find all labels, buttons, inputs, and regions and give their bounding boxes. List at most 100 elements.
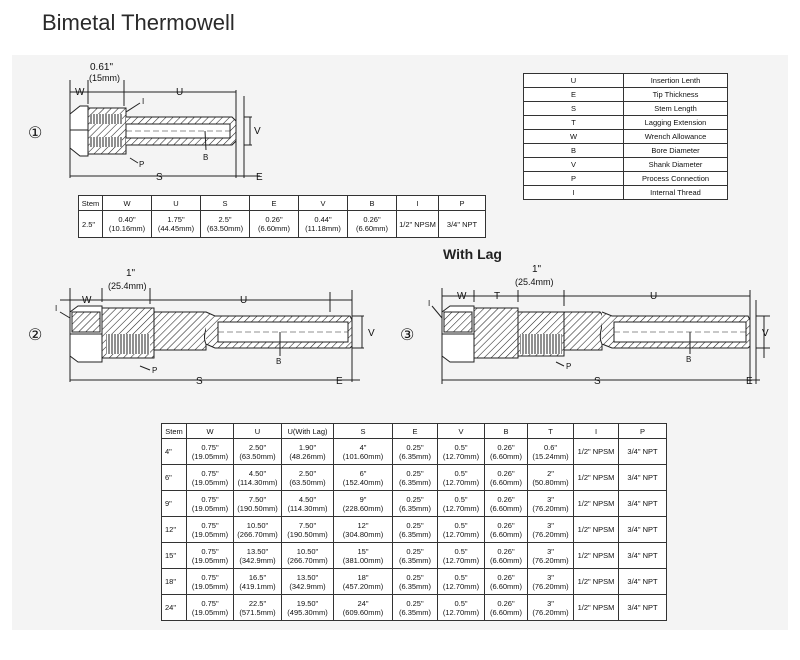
dim-label-i: I bbox=[55, 304, 57, 313]
dim-label-e: E bbox=[746, 376, 753, 387]
table-row: 2.5"0.40"(10.16mm)1.75"(44.45mm)2.5"(63.… bbox=[78, 210, 486, 238]
table-cell: 1.75"(44.45mm) bbox=[151, 210, 201, 238]
column-header: Stem bbox=[78, 195, 103, 211]
column-header: P bbox=[438, 195, 486, 211]
table-cell: 12" bbox=[161, 516, 187, 543]
dim-label-v: V bbox=[254, 126, 261, 137]
table-cell: 3/4" NPT bbox=[618, 542, 667, 569]
legend-code: E bbox=[523, 87, 624, 102]
table-cell: 10.50"(266.70mm) bbox=[233, 516, 282, 543]
legend-code: T bbox=[523, 115, 624, 130]
dim-label-s: S bbox=[594, 376, 601, 387]
diagram-2 bbox=[59, 288, 364, 382]
table-cell: 0.75"(19.05mm) bbox=[186, 438, 234, 465]
table-cell: 2.50"(63.50mm) bbox=[281, 464, 334, 491]
table-cell: 0.26"(6.60mm) bbox=[484, 438, 528, 465]
legend-code: U bbox=[523, 73, 624, 88]
table-cell: 1/2" NPSM bbox=[573, 568, 619, 595]
table-cell: 2"(50.80mm) bbox=[527, 464, 574, 491]
column-header: T bbox=[527, 423, 574, 439]
legend-description: Stem Length bbox=[623, 101, 728, 116]
legend-code: V bbox=[523, 157, 624, 172]
table-cell: 2.50"(63.50mm) bbox=[233, 438, 282, 465]
dim-label-w: W bbox=[82, 295, 92, 306]
table-cell: 0.5"(12.70mm) bbox=[437, 568, 485, 595]
legend-description: Shank Diameter bbox=[623, 157, 728, 172]
dim-label-u: U bbox=[650, 291, 657, 302]
legend-description: Wrench Allowance bbox=[623, 129, 728, 144]
table-cell: 0.5"(12.70mm) bbox=[437, 594, 485, 621]
table-cell: 0.26"(6.60mm) bbox=[484, 594, 528, 621]
table-cell: 1/2" NPSM bbox=[573, 516, 619, 543]
dim-label-v: V bbox=[762, 328, 769, 339]
column-header: B bbox=[347, 195, 397, 211]
table-cell: 4"(101.60mm) bbox=[333, 438, 393, 465]
column-header: S bbox=[200, 195, 250, 211]
table-cell: 2.5"(63.50mm) bbox=[200, 210, 250, 238]
table-cell: 1/2" NPSM bbox=[573, 490, 619, 517]
table-cell: 18" bbox=[161, 568, 187, 595]
dim-label-v: V bbox=[368, 328, 375, 339]
table-cell: 0.25"(6.35mm) bbox=[392, 594, 438, 621]
diagram-3-labels: ③ 1" (25.4mm) W T U I V P B S E bbox=[400, 264, 769, 387]
legend-description: Process Connection bbox=[623, 171, 728, 186]
column-header: E bbox=[392, 423, 438, 439]
dim-label-b: B bbox=[203, 153, 208, 162]
table-cell: 3"(76.20mm) bbox=[527, 568, 574, 595]
table-cell: 7.50"(190.50mm) bbox=[233, 490, 282, 517]
dim-label-e: E bbox=[336, 376, 343, 387]
table-cell: 3"(76.20mm) bbox=[527, 594, 574, 621]
legend-description: Tip Thickness bbox=[623, 87, 728, 102]
table-cell: 15"(381.00mm) bbox=[333, 542, 393, 569]
dim-label-top-sub: (25.4mm) bbox=[515, 277, 554, 287]
table-row: 6"0.75"(19.05mm)4.50"(114.30mm)2.50"(63.… bbox=[161, 464, 667, 491]
table-cell: 0.75"(19.05mm) bbox=[186, 490, 234, 517]
table-cell: 0.5"(12.70mm) bbox=[437, 464, 485, 491]
table-cell: 0.44"(11.18mm) bbox=[298, 210, 348, 238]
table-cell: 0.5"(12.70mm) bbox=[437, 542, 485, 569]
table-cell: 0.25"(6.35mm) bbox=[392, 438, 438, 465]
page-title: Bimetal Thermowell bbox=[42, 10, 235, 35]
diagram-number-1: ① bbox=[28, 125, 42, 142]
legend-code: S bbox=[523, 101, 624, 116]
table-cell: 0.40"(10.16mm) bbox=[102, 210, 152, 238]
table-cell: 0.75"(19.05mm) bbox=[186, 568, 234, 595]
table-cell: 9"(228.60mm) bbox=[333, 490, 393, 517]
table-cell: 0.26"(6.60mm) bbox=[484, 464, 528, 491]
table-cell: 13.50"(342.9mm) bbox=[233, 542, 282, 569]
table-cell: 19.50"(495.30mm) bbox=[281, 594, 334, 621]
diagram-2-labels: ② 1" (25.4mm) W U I V P B S E bbox=[28, 268, 375, 387]
table-cell: 4" bbox=[161, 438, 187, 465]
dim-label-top: 0.61" bbox=[90, 62, 113, 73]
table-cell: 13.50"(342.9mm) bbox=[281, 568, 334, 595]
column-header: E bbox=[249, 195, 299, 211]
dim-label-top: 1" bbox=[126, 268, 136, 279]
column-header: V bbox=[298, 195, 348, 211]
column-header: S bbox=[333, 423, 393, 439]
dim-label-t: T bbox=[494, 291, 500, 302]
legend-code: W bbox=[523, 129, 624, 144]
table-cell: 6"(152.40mm) bbox=[333, 464, 393, 491]
table-cell: 0.26"(6.60mm) bbox=[484, 490, 528, 517]
table-row: 4"0.75"(19.05mm)2.50"(63.50mm)1.90"(48.2… bbox=[161, 438, 667, 465]
legend-description: Internal Thread bbox=[623, 185, 728, 200]
dim-label-u: U bbox=[176, 87, 183, 98]
diagram-number-2: ② bbox=[28, 327, 42, 344]
table-cell: 4.50"(114.30mm) bbox=[233, 464, 282, 491]
table-cell: 0.26"(6.60mm) bbox=[347, 210, 397, 238]
dim-label-u: U bbox=[240, 295, 247, 306]
table-cell: 0.25"(6.35mm) bbox=[392, 516, 438, 543]
table-row: 15"0.75"(19.05mm)13.50"(342.9mm)10.50"(2… bbox=[161, 542, 667, 569]
column-header: U(With Lag) bbox=[281, 423, 334, 439]
column-header: I bbox=[396, 195, 439, 211]
column-header: W bbox=[186, 423, 234, 439]
table-cell: 1.90"(48.26mm) bbox=[281, 438, 334, 465]
diagram-1-labels: ① 0.61" (15mm) W U I V P B S E bbox=[28, 62, 263, 183]
table-cell: 0.26"(6.60mm) bbox=[484, 542, 528, 569]
table-cell: 0.75"(19.05mm) bbox=[186, 516, 234, 543]
